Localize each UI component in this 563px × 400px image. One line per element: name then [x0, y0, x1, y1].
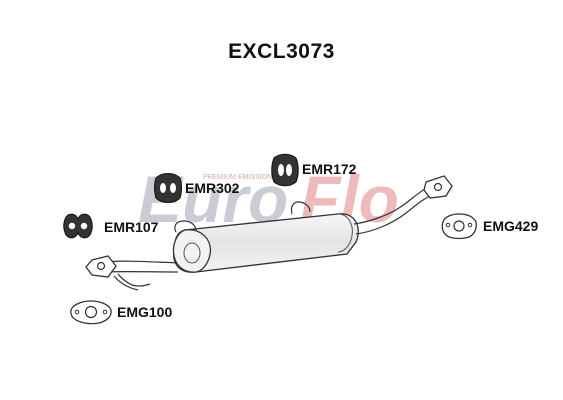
emr302-hanger-icon: [154, 173, 182, 203]
muffler: [172, 201, 359, 273]
emr172-hanger-icon: [271, 153, 299, 187]
tail-flange: [423, 175, 453, 199]
part-label-emr302: EMR302: [185, 180, 240, 196]
part-label-emr172: EMR172: [302, 161, 357, 177]
part-label-emr107: EMR107: [104, 219, 159, 235]
part-number-title: EXCL3073: [228, 40, 335, 63]
emg100-gasket-icon: [70, 300, 112, 325]
tail-pipe: [353, 185, 435, 235]
emr107-hanger-icon: [63, 213, 93, 239]
part-label-emg100: EMG100: [117, 304, 173, 320]
watermark-tagline: PREMIUM EMISSION: [203, 174, 272, 181]
part-label-emg429: EMG429: [483, 218, 539, 234]
emg429-gasket-icon: [441, 213, 477, 240]
eurofl-watermark: Euro Flo PREMIUM EMISSION: [138, 162, 399, 236]
front-flange: [85, 255, 117, 278]
